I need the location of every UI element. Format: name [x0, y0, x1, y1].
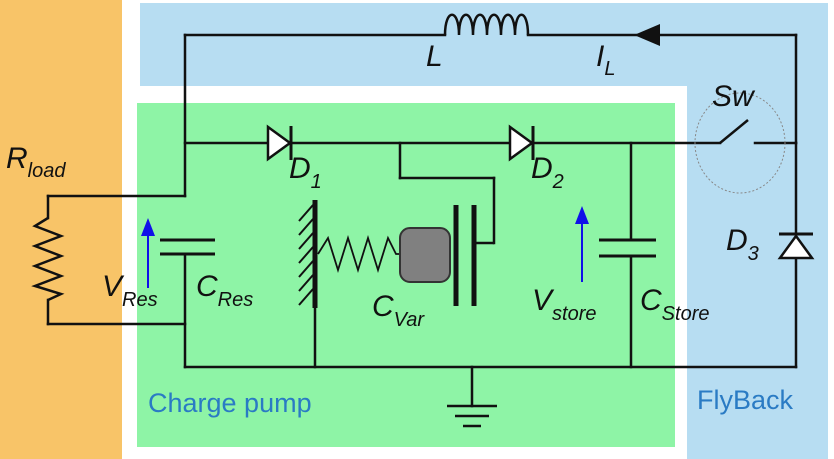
label-v-res: VRes: [102, 270, 158, 311]
diode-d1: [266, 124, 293, 162]
label-c-store: CStore: [640, 284, 709, 325]
label-r-load: Rload: [6, 142, 66, 182]
label-c-res: CRes: [196, 270, 253, 311]
load-region: [0, 0, 122, 459]
label-d1: D1: [289, 152, 322, 193]
label-d2: D2: [531, 152, 564, 193]
flyback-title: FlyBack: [697, 385, 794, 415]
charge-pump-title: Charge pump: [148, 388, 312, 418]
variable-capacitor: [298, 200, 494, 308]
flyback-region: [140, 3, 828, 459]
resistor-r-load: [31, 216, 65, 302]
label-inductor: L: [426, 40, 443, 73]
switch-blade: [719, 119, 749, 144]
capacitor-c-res: [160, 238, 215, 256]
voltage-arrow-v-store: [575, 206, 589, 282]
spring-icon: [317, 234, 400, 274]
inductor-coil: [443, 13, 530, 36]
ground-icon: [447, 404, 497, 428]
diode-d2: [508, 124, 535, 162]
proof-mass: [399, 227, 451, 283]
label-c-var: CVar: [372, 290, 425, 331]
wires: [46, 33, 798, 408]
label-v-store: Vstore: [532, 284, 596, 325]
current-arrow-icon: [634, 24, 660, 46]
diode-d3: [777, 232, 815, 260]
label-d3: D3: [726, 224, 759, 265]
voltage-arrow-v-res: [141, 218, 155, 288]
switch-highlight: [694, 92, 786, 194]
capacitor-c-store: [599, 238, 656, 258]
label-inductor-current: IL: [596, 40, 615, 80]
label-switch: Sw: [712, 80, 756, 113]
